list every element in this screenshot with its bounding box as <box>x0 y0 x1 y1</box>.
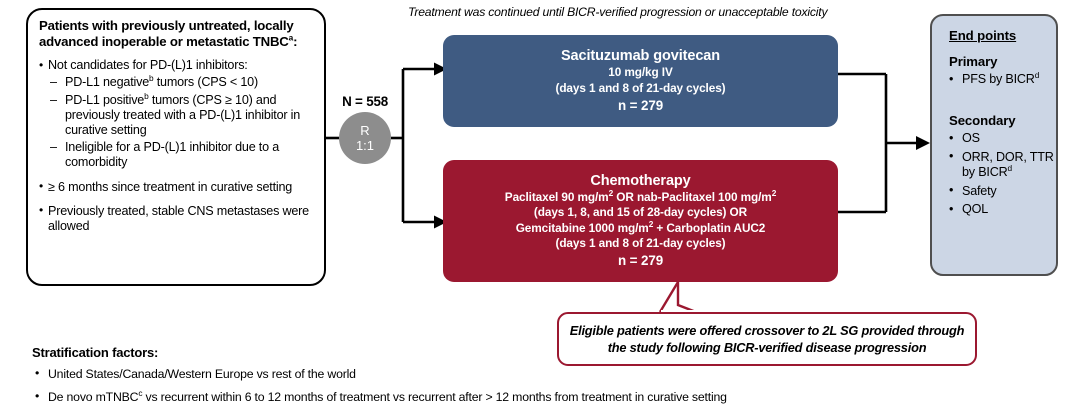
arm-detail-line: Paclitaxel 90 mg/m2 OR nab-Paclitaxel 10… <box>504 187 777 204</box>
endpoints-heading: End points <box>949 28 1017 43</box>
arm-title: Chemotherapy <box>590 172 691 189</box>
arm-detail-line: (days 1 and 8 of 21-day cycles) <box>555 80 726 95</box>
treatment-arm-chemotherapy: Chemotherapy Paclitaxel 90 mg/m2 OR nab-… <box>443 160 838 282</box>
footnote-marker-b: b <box>144 90 149 101</box>
list-item: PD-L1 positiveb tumors (CPS ≥ 10) and pr… <box>39 90 314 139</box>
list-item: ORR, DOR, TTR by BICRd <box>949 149 1056 181</box>
crossover-callout: Eligible patients were offered crossover… <box>557 312 977 366</box>
eligibility-criteria-box: Patients with previously untreated, loca… <box>26 8 326 286</box>
randomization-node: R 1:1 <box>339 112 391 164</box>
arm-detail-line: 10 mg/kg IV <box>608 65 673 80</box>
arm-title: Sacituzumab govitecan <box>560 48 721 65</box>
treatment-arm-sacituzumab-govitecan: Sacituzumab govitecan 10 mg/kg IV (days … <box>443 35 838 127</box>
footnote-marker-d: d <box>1007 163 1013 174</box>
footnote-marker-d: d <box>1034 69 1040 80</box>
randomization-ratio: 1:1 <box>355 138 375 153</box>
eligibility-title: Patients with previously untreated, loca… <box>39 18 298 49</box>
list-item: ≥ 6 months since treatment in curative s… <box>39 179 314 195</box>
list-item: De novo mTNBCc vs recurrent within 6 to … <box>32 387 1062 406</box>
arm-sample-size: n = 279 <box>617 97 664 113</box>
list-item: Safety <box>949 183 1056 199</box>
list-item: Previously treated, stable CNS metastase… <box>39 203 314 234</box>
footnote-marker-a: a <box>288 32 294 43</box>
stratification-factors: Stratification factors: United States/Ca… <box>32 345 1062 405</box>
arm-sample-size: n = 279 <box>617 253 664 269</box>
list-item: QOL <box>949 202 1056 218</box>
stratification-title: Stratification factors: <box>32 345 159 360</box>
endpoints-panel: End points Primary PFS by BICRd Secondar… <box>930 14 1058 276</box>
arm-detail-line: Gemcitabine 1000 mg/m2 + Carboplatin AUC… <box>515 218 766 235</box>
crossover-callout-text: Eligible patients were offered crossover… <box>569 323 965 355</box>
eligibility-criteria-list: Not candidates for PD-(L)1 inhibitors: P… <box>39 58 314 234</box>
treatment-duration-caption: Treatment was continued until BICR-verif… <box>408 5 828 19</box>
randomization-letter: R <box>360 123 370 138</box>
arm-detail-line: (days 1 and 8 of 21-day cycles) <box>555 235 726 250</box>
list-item: Ineligible for a PD-(L)1 inhibitor due t… <box>39 140 314 170</box>
list-item: PD-L1 negativeb tumors (CPS < 10) <box>39 73 314 91</box>
list-item: United States/Canada/Western Europe vs r… <box>32 366 1062 383</box>
list-item: Not candidates for PD-(L)1 inhibitors: <box>39 58 314 73</box>
total-enrollment-label: N = 558 <box>342 94 388 109</box>
primary-endpoints-label: Primary <box>949 54 998 69</box>
list-item: PFS by BICRd <box>949 69 1056 88</box>
list-item: OS <box>949 131 1056 147</box>
secondary-endpoints-label: Secondary <box>949 113 1016 129</box>
arm-detail-line: (days 1, 8, and 15 of 28-day cycles) OR <box>533 205 748 220</box>
footnote-marker-b: b <box>149 73 154 84</box>
footnote-marker-c: c <box>138 387 143 398</box>
